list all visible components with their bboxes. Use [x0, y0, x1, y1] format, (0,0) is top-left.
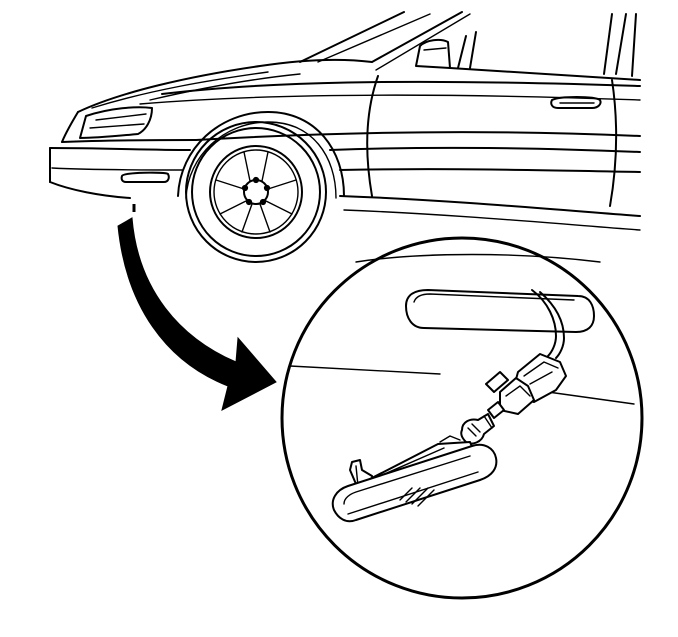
- door-window-frame: [449, 13, 641, 81]
- side-mirror: [415, 38, 451, 69]
- wheel-arch: [177, 111, 345, 199]
- bulb-socket: [485, 353, 567, 419]
- bumper-marker-opening: [405, 289, 595, 333]
- wiring-harness: [531, 289, 565, 359]
- front-fascia: [49, 106, 197, 199]
- front-wheel: [185, 121, 327, 263]
- vehicle-hood: [77, 58, 373, 113]
- vehicle-body-side: [139, 75, 641, 231]
- bumper-surface: [289, 253, 635, 405]
- detail-magnifier: [280, 236, 644, 600]
- vehicle-windshield: [299, 11, 471, 71]
- callout-arrow: [117, 204, 277, 411]
- bulb: [460, 413, 495, 445]
- side-marker-location: [120, 171, 170, 183]
- side-marker-lens: [331, 435, 498, 523]
- vehicle-front-left: [49, 11, 641, 263]
